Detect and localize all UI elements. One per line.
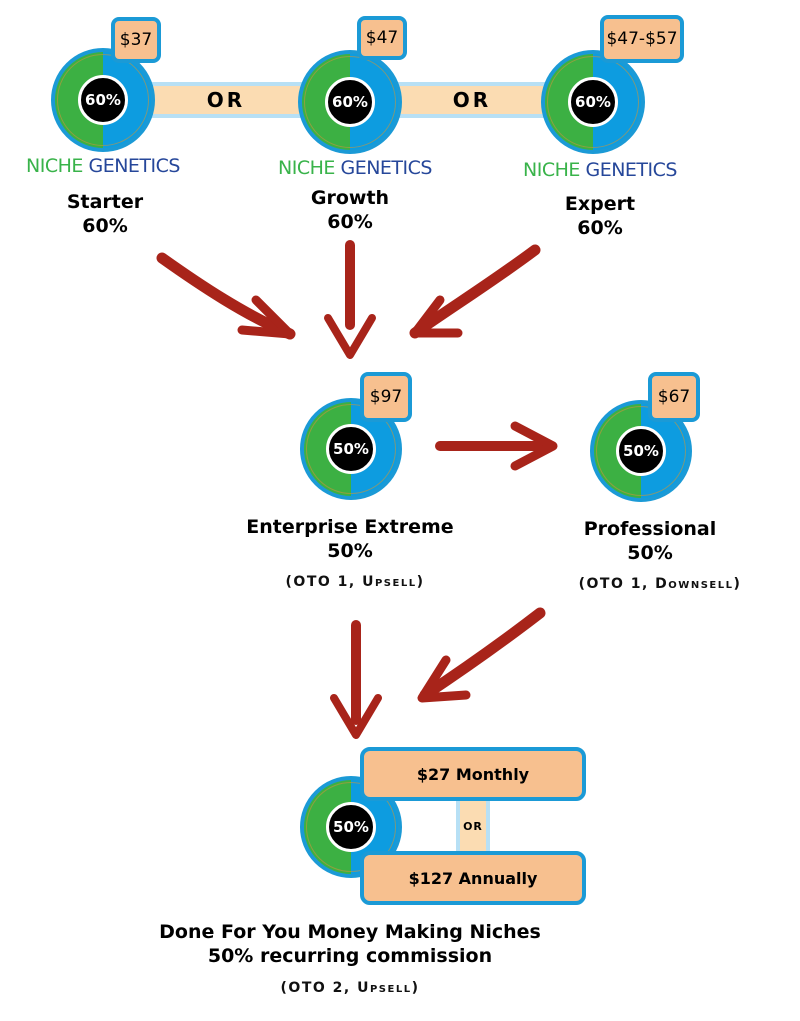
product-title: Starter: [66, 191, 144, 213]
commission-badge: 50%: [326, 424, 376, 474]
product-name: Expert 60%: [525, 192, 675, 240]
commission-badge: 50%: [616, 426, 666, 476]
price-tag: $67: [648, 372, 700, 422]
commission-badge: 60%: [325, 77, 375, 127]
product-rate: 60%: [327, 211, 373, 233]
commission-badge: 50%: [326, 802, 376, 852]
arrow-downsell-to-oto2: [419, 607, 546, 701]
or-label: OR: [463, 819, 483, 833]
product-name: Done For You Money Making Niches 50% rec…: [130, 920, 570, 968]
or-connector-2: OR: [394, 82, 550, 118]
price-tag: $47-$57: [600, 15, 684, 63]
product-name: Growth 60%: [275, 186, 425, 234]
product-rate: 50%: [327, 540, 373, 562]
plan-annually: $127 Annually: [360, 851, 586, 905]
commission-donut: 50%: [300, 398, 402, 500]
product-rate: 50% recurring commission: [207, 945, 493, 967]
arrow-expert-to-upsell-head: [410, 295, 463, 338]
plan-monthly: $27 Monthly: [360, 747, 586, 801]
product-rate: 60%: [577, 217, 623, 239]
product-title: Expert: [564, 193, 636, 215]
price-tag: $97: [360, 372, 412, 422]
commission-badge: 60%: [78, 75, 128, 125]
arrow-starter-to-upsell: [156, 252, 296, 340]
offer-tag: (OTO 2, Upsell): [280, 980, 420, 996]
arrow-upsell-to-oto2-head: [330, 694, 382, 739]
or-connector-vertical: OR: [456, 796, 490, 856]
product-title: Professional: [583, 518, 717, 540]
arrow-starter-to-upsell-head: [237, 295, 295, 339]
commission-badge: 60%: [568, 77, 618, 127]
offer-tag: (OTO 1, Downsell): [578, 576, 742, 592]
product-rate: 50%: [627, 542, 673, 564]
product-name: Enterprise Extreme 50%: [230, 515, 470, 563]
product-name: Starter 60%: [30, 190, 180, 238]
arrow-expert-to-upsell: [409, 244, 541, 339]
commission-donut: 60%: [51, 48, 155, 152]
price-tag: $37: [111, 17, 161, 63]
brand-logo: NICHE GENETICS: [26, 155, 180, 177]
product-title: Growth: [310, 187, 390, 209]
arrow-upsell-to-downsell-head: [510, 421, 558, 471]
commission-donut: 60%: [298, 50, 402, 154]
or-connector-1: OR: [148, 82, 304, 118]
product-title: Done For You Money Making Niches: [159, 921, 541, 943]
brand-logo: NICHE GENETICS: [523, 159, 677, 181]
product-title: Enterprise Extreme: [246, 516, 454, 538]
product-name: Professional 50%: [545, 517, 755, 565]
commission-donut: 50%: [590, 400, 692, 502]
or-label: OR: [206, 88, 246, 112]
arrow-downsell-to-oto2-head: [417, 655, 471, 703]
price-tag: $47: [357, 16, 407, 60]
offer-tag: (OTO 1, Upsell): [285, 574, 425, 590]
commission-donut: 60%: [541, 50, 645, 154]
brand-logo: NICHE GENETICS: [278, 157, 432, 179]
product-rate: 60%: [82, 215, 128, 237]
or-label: OR: [452, 88, 492, 112]
arrow-growth-to-upsell-head: [324, 314, 376, 359]
